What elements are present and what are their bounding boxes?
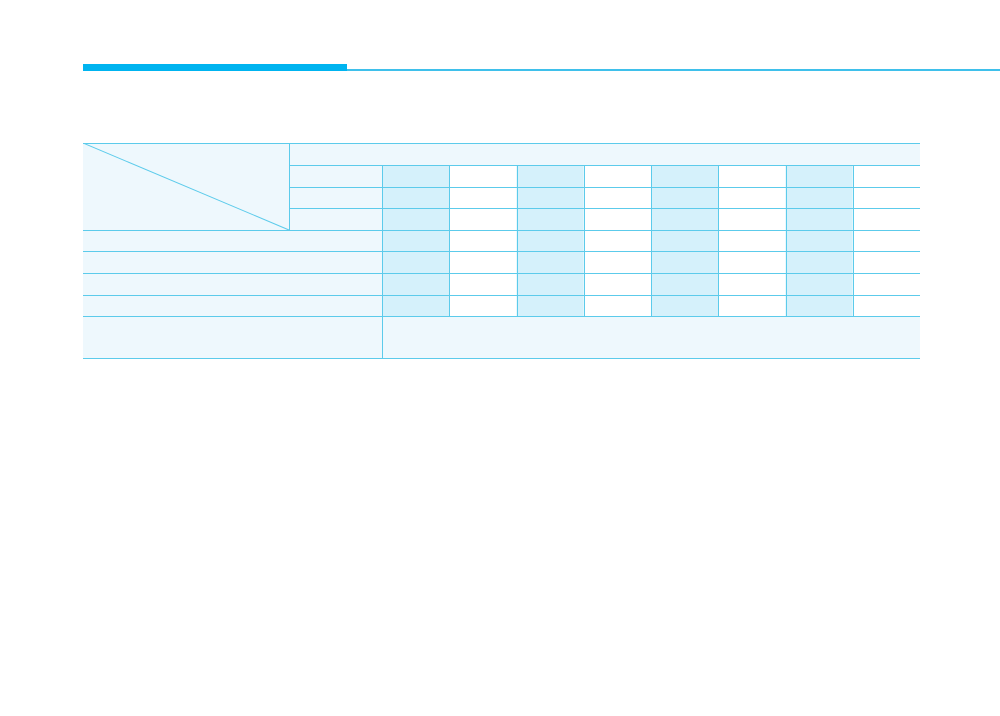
spec-table [83,143,920,359]
column-highlight [516,165,584,316]
corner-diagonal [83,143,290,231]
column-plain [718,165,786,316]
column-highlight [651,165,719,316]
column-highlight [382,165,450,316]
column-highlight [785,165,853,316]
column-plain [583,165,651,316]
header-rule-line [347,69,1000,71]
sub-label-column-background [289,165,382,230]
header-accent-bar [83,64,347,71]
column-highlights [289,165,920,316]
spec-table-grid [83,143,920,359]
table-lines [83,143,920,359]
column-plain [449,165,517,316]
column-plain [852,165,920,316]
